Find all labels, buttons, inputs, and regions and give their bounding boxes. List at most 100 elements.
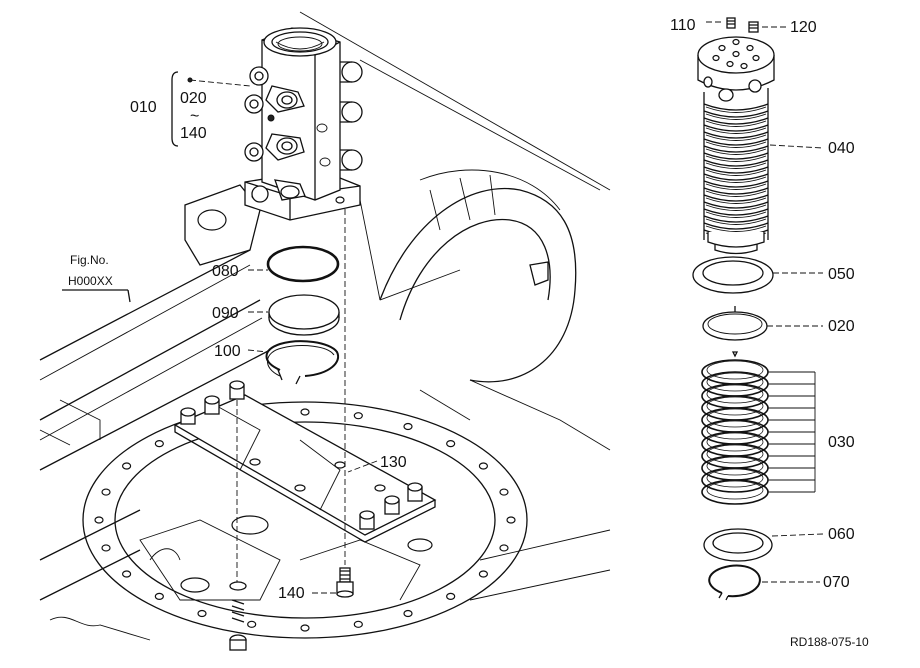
seal-ring-inner (706, 480, 764, 500)
mounting-plate (173, 200, 437, 590)
label-020: 020 (828, 318, 855, 335)
drawing-code: RD188-075-10 (790, 635, 869, 649)
spool-groove-inner (705, 148, 767, 155)
washer-060 (703, 528, 773, 562)
snap-ring-070 (708, 564, 761, 601)
spool-groove (703, 166, 769, 174)
bearing-bolt-hole (121, 570, 132, 578)
spool-port-hole (752, 54, 760, 62)
spool-groove-inner (705, 155, 767, 162)
bearing-bolt-hole (478, 462, 489, 470)
seal-ring-inner (706, 444, 764, 464)
seal-ring-inner (706, 468, 764, 488)
spool-port-hole (718, 44, 726, 52)
bearing-bolt-hole (247, 620, 257, 628)
bearing-bolt-hole (300, 408, 310, 416)
seal-ring-inner (706, 360, 764, 380)
spool-groove (703, 215, 769, 223)
label-140-range-bottom: 140 (180, 125, 207, 142)
spool-groove (703, 222, 769, 230)
spool-groove-inner (705, 204, 767, 211)
callout-labels: 010 020 ~ 140 080 090 100 130 140 110 12… (68, 17, 869, 649)
bearing-bolt-hole (499, 544, 509, 552)
spool-groove (703, 180, 769, 188)
bearing-bolt-hole (353, 620, 363, 628)
spool-groove-inner (705, 197, 767, 204)
ring-020 (702, 306, 768, 341)
seal-stack-030 (701, 351, 816, 505)
spool-groove (703, 138, 769, 146)
spool-groove (703, 194, 769, 202)
stud-stack (229, 581, 247, 651)
spool-groove-inner (705, 106, 767, 113)
bearing-bolt-hole (446, 592, 456, 600)
seal-ring-inner (706, 420, 764, 440)
spool-groove (703, 187, 769, 195)
spool-groove (703, 145, 769, 153)
spool-head (697, 36, 775, 240)
label-130: 130 (380, 454, 407, 471)
spool-groove (703, 131, 769, 139)
spool-groove-inner (705, 120, 767, 127)
spool-port-hole (712, 54, 720, 62)
figure-ref-line1: Fig.No. (70, 253, 109, 267)
bearing-bolt-hole (403, 422, 413, 431)
spool-port-hole (726, 60, 734, 68)
label-range-tilde: ~ (190, 108, 199, 125)
label-020-range-top: 020 (180, 90, 207, 107)
spool-groove-inner (705, 225, 767, 232)
label-060: 060 (828, 526, 855, 543)
bearing-bolt-hole (446, 440, 456, 448)
snap-ring-100 (265, 340, 340, 385)
leader-lines (62, 21, 824, 594)
label-100: 100 (214, 343, 241, 360)
label-080: 080 (212, 263, 239, 280)
seal-ring-inner (706, 432, 764, 452)
seal-ring-inner (706, 408, 764, 428)
bearing-bolt-hole (506, 516, 516, 524)
bearing-bolt-hole (478, 570, 489, 578)
spool-groove (703, 110, 769, 118)
spool-port-hole (746, 44, 754, 52)
bearing-bolt-hole (499, 488, 509, 496)
bearing-bolt-hole (403, 609, 413, 618)
spool-groove-inner (705, 169, 767, 176)
label-040: 040 (828, 140, 855, 157)
bearing-bolt-hole (300, 624, 310, 632)
label-090: 090 (212, 305, 239, 322)
seal-ring-inner (706, 396, 764, 416)
label-110: 110 (670, 17, 696, 34)
bearing-bolt-hole (197, 609, 207, 618)
spool-port-hole (732, 38, 740, 46)
spool-groove (703, 103, 769, 111)
bearing-bolt-hole (101, 488, 111, 496)
spool-body-040 (703, 103, 769, 239)
spool-groove (703, 159, 769, 167)
label-070: 070 (823, 574, 850, 591)
spool-groove-inner (705, 190, 767, 197)
spool-groove-inner (705, 162, 767, 169)
bearing-bolt-hole (121, 462, 132, 470)
spool-groove-inner (705, 127, 767, 134)
spool-groove-inner (705, 211, 767, 218)
spool-groove (703, 117, 769, 125)
bearing-bolt-hole (101, 544, 111, 552)
label-120: 120 (790, 19, 817, 36)
spool-groove-inner (705, 113, 767, 120)
plug-120 (748, 21, 759, 33)
spool-port-hole (732, 50, 740, 58)
seal-stack-marker (731, 351, 739, 358)
spool-port-hole (740, 62, 748, 70)
seal-ring-inner (706, 372, 764, 392)
cover-plate-090 (268, 294, 340, 336)
o-ring-080 (266, 245, 340, 283)
spool-groove (703, 208, 769, 216)
washer-050 (692, 256, 774, 294)
machine-frame (39, 11, 611, 641)
spool-groove (703, 152, 769, 160)
figure-ref-line2: H000XX (68, 274, 113, 288)
spool-groove-inner (705, 176, 767, 183)
spool-groove-inner (705, 183, 767, 190)
